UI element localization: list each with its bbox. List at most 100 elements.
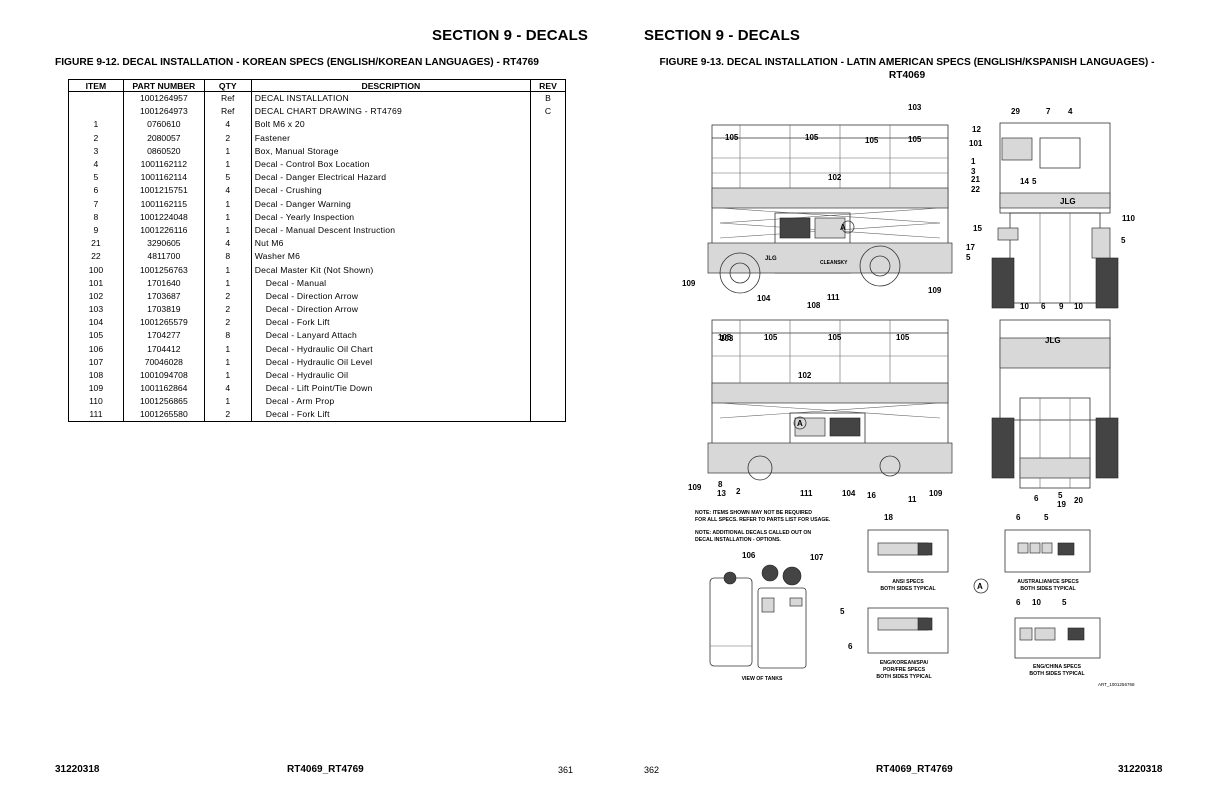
cell-item: 2 [68, 131, 124, 145]
callout-label: 105 [718, 333, 732, 342]
cell-description: Decal - Yearly Inspection [250, 210, 532, 224]
callout-label: 9 [1059, 302, 1064, 311]
cell-rev [530, 381, 566, 395]
cell-qty: 1 [203, 157, 252, 171]
cell-rev: B [530, 91, 566, 105]
callout-label: 102 [798, 371, 812, 380]
cell-description: Decal - Direction Arrow [250, 302, 532, 316]
svg-text:A: A [840, 223, 846, 232]
cell-rev [530, 342, 566, 356]
header-item: ITEM [68, 79, 124, 92]
callout-label: 101 [969, 139, 983, 148]
callout-label: 19 [1057, 500, 1066, 509]
cell-part-number: 1001162112 [122, 157, 205, 171]
cell-qty: 1 [203, 355, 252, 369]
cell-qty: 1 [203, 276, 252, 290]
callout-label: 6 [848, 642, 853, 651]
caption-eng-korean-1: ENG/KOREAN/SPA/ [880, 660, 929, 666]
svg-text:JLG: JLG [1060, 197, 1076, 206]
cell-rev [530, 315, 566, 329]
cell-item: 9 [68, 223, 124, 237]
cell-rev [530, 170, 566, 184]
cell-item: 105 [68, 328, 124, 343]
callout-label: 103 [720, 334, 734, 343]
cell-part-number: 1001226116 [122, 223, 205, 237]
cell-item: 107 [68, 355, 124, 369]
cell-qty: Ref [203, 104, 252, 118]
callout-label: 7 [1046, 107, 1051, 116]
callout-label: 105 [725, 133, 739, 142]
cell-part-number: 1001264957 [122, 91, 205, 105]
caption-ansi-1: ANSI SPECS [892, 579, 924, 585]
cell-rev [530, 157, 566, 171]
cell-item: 103 [68, 302, 124, 316]
note-line-2: FOR ALL SPECS. REFER TO PARTS LIST FOR U… [695, 517, 831, 523]
cell-item: 104 [68, 315, 124, 329]
caption-eng-korean-2: POR/FRE SPECS [883, 667, 926, 673]
cell-item: 7 [68, 197, 124, 211]
brand-logo: JLG [765, 256, 777, 262]
cell-qty: 2 [203, 131, 252, 145]
callout-label: 14 [1020, 177, 1029, 186]
callout-label: 1 [971, 157, 976, 166]
cell-item: 109 [68, 381, 124, 395]
callout-label: 10 [1020, 302, 1029, 311]
cell-item: 106 [68, 342, 124, 356]
cell-description: Decal - Fork Lift [250, 315, 532, 329]
detail-marker-a-text: A [977, 582, 983, 591]
cell-qty: 4 [203, 381, 252, 395]
callout-label: 12 [972, 125, 981, 134]
callout-label: 110 [1122, 214, 1135, 223]
cell-qty: 2 [203, 408, 252, 422]
cell-description: Fastener [250, 131, 532, 145]
header-part-number: PART NUMBER [122, 79, 205, 92]
callout-label: 15 [973, 224, 982, 233]
callout-label: 6 [1016, 598, 1021, 607]
cell-part-number: 1001162864 [122, 381, 205, 395]
parts-table-header: ITEM PART NUMBER QTY DESCRIPTION REV [68, 79, 566, 92]
note-line-3: NOTE: ADDITIONAL DECALS CALLED OUT ON [695, 530, 811, 536]
cell-item: 22 [68, 249, 124, 263]
cell-part-number: 1001224048 [122, 210, 205, 224]
machine-side-view-top: A [707, 124, 953, 294]
callout-label: 5 [1062, 598, 1067, 607]
cell-item: 5 [68, 170, 124, 184]
cell-part-number: 1704277 [122, 328, 205, 343]
callout-label: 105 [764, 333, 778, 342]
art-number: ART_1001256768 [1098, 682, 1135, 687]
cell-part-number: 1001162115 [122, 197, 205, 211]
cell-qty: 1 [203, 342, 252, 356]
cell-description: Decal - Direction Arrow [250, 289, 532, 303]
cell-part-number: 1001265579 [122, 315, 205, 329]
footer-model-right: RT4069_RT4769 [876, 764, 953, 775]
cell-part-number: 1001256763 [122, 262, 205, 277]
callout-label: 105 [805, 133, 819, 142]
callout-label: 6 [1041, 302, 1046, 311]
callout-label: 29 [1011, 107, 1020, 116]
cell-item: 108 [68, 368, 124, 382]
cell-part-number: 1001094708 [122, 368, 205, 382]
machine-end-view-top: JLG [991, 122, 1119, 309]
callout-label: 22 [971, 185, 980, 194]
callout-label: 107 [810, 553, 824, 562]
callout-label: 5 [1032, 177, 1037, 186]
cell-description: Bolt M6 x 20 [250, 117, 532, 132]
callout-label: 105 [896, 333, 910, 342]
callout-label: 20 [1074, 496, 1083, 505]
callout-label: 4 [1068, 107, 1073, 116]
cell-qty: 8 [203, 249, 252, 263]
header-qty: QTY [203, 79, 252, 92]
callout-label: 103 [908, 103, 922, 112]
cell-rev [530, 144, 566, 158]
cell-qty: 2 [203, 289, 252, 303]
view-of-tanks [709, 564, 807, 669]
machine-side-view-bottom: A [707, 319, 953, 481]
cell-item: 111 [68, 408, 124, 422]
